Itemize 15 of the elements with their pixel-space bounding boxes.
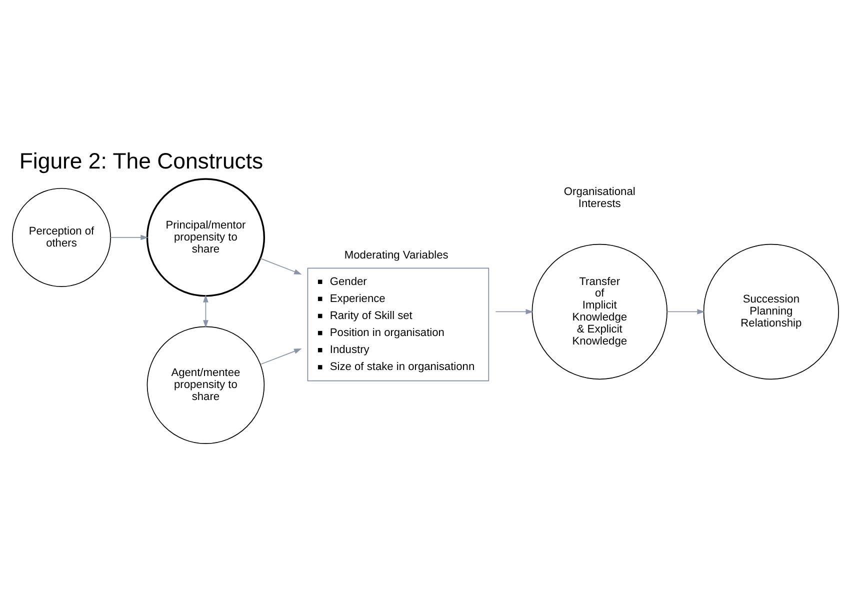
- node-circle: Agent/mentee propensity to share: [146, 326, 265, 444]
- node-circle: Principal/mentor propensity to share: [146, 178, 266, 296]
- node-circle: Succession Planning Relationship: [703, 243, 840, 380]
- arrow: [666, 308, 705, 314]
- node-circle: Perception of others: [12, 187, 111, 286]
- arrow: [110, 234, 148, 240]
- diagram-title: Figure 2: The Constructs: [19, 148, 264, 174]
- node-box: Gender Experience Rarity of Skill set Position in organisation Industry Size of stake in organisationn: [307, 267, 490, 381]
- arrow: [260, 258, 302, 274]
- node-label: Organisational Interests: [564, 186, 636, 210]
- node-label: Moderating Variables: [344, 248, 448, 261]
- arrow: [495, 308, 534, 314]
- arrow: [203, 294, 208, 328]
- node-circle: Transfer of Implicit Knowledge & Explicit Knowledge: [532, 243, 668, 380]
- arrow: [260, 348, 302, 364]
